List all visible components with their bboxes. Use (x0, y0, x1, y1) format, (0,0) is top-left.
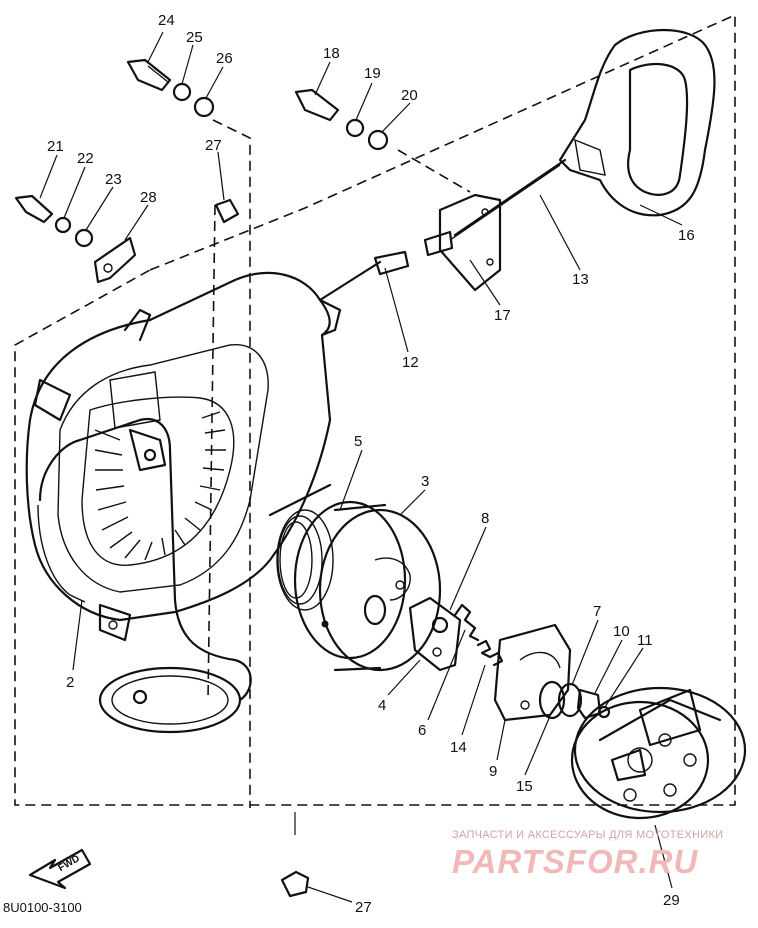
washer-23 (74, 228, 94, 248)
callout-8: 8 (481, 510, 489, 527)
callout-9: 9 (489, 763, 497, 780)
washer-7 (557, 682, 583, 718)
callout-2: 2 (66, 674, 74, 691)
callout-7: 7 (593, 603, 601, 620)
assembly-boundary (14, 13, 736, 808)
washer-22 (54, 216, 72, 234)
bolt-24 (126, 58, 172, 92)
rope-guide-plate (423, 193, 502, 292)
fwd-arrow-icon: FWD (28, 848, 92, 890)
rope-reel (293, 500, 442, 672)
washer-25 (172, 82, 192, 102)
callout-24: 24 (158, 12, 175, 29)
washer-20 (367, 129, 389, 151)
callout-labels: 24 25 26 18 19 20 21 22 23 28 27 16 13 1… (47, 12, 695, 916)
callout-27-bottom: 27 (355, 899, 372, 916)
bracket-28 (93, 236, 137, 284)
callout-28: 28 (140, 189, 157, 206)
collar-27-bottom (280, 870, 310, 898)
bolt-21 (14, 194, 54, 224)
callout-18: 18 (323, 45, 340, 62)
callout-27-top: 27 (205, 137, 222, 154)
callout-10: 10 (613, 623, 630, 640)
leader-lines (39, 31, 683, 903)
recoil-housing (25, 271, 342, 642)
callout-29: 29 (663, 892, 680, 909)
callout-11: 11 (637, 632, 653, 649)
drive-pawl (408, 596, 462, 672)
starter-rope (449, 158, 567, 241)
callout-26: 26 (216, 50, 233, 67)
starter-cable (318, 250, 410, 302)
washer-26 (193, 96, 215, 118)
starter-handle (558, 29, 716, 217)
washer-19 (345, 118, 365, 138)
housing-seal (37, 417, 252, 734)
callout-5: 5 (354, 433, 362, 450)
watermark-caption: ЗАПЧАСТИ И АКСЕССУАРЫ ДЛЯ МОТОТЕХНИКИ (452, 829, 723, 841)
callout-23: 23 (105, 171, 122, 188)
recoil-spring (268, 483, 334, 611)
callout-12: 12 (402, 354, 419, 371)
callout-4: 4 (378, 697, 386, 714)
washer-11 (597, 705, 611, 719)
pawl-spring (453, 603, 480, 642)
callout-6: 6 (418, 722, 426, 739)
nut-10 (576, 688, 602, 720)
collar-27-top (214, 198, 240, 224)
starter-pulley-cover (570, 686, 747, 820)
washer-15 (538, 680, 566, 720)
drawing-code: 8U0100-3100 (3, 900, 82, 915)
bolt-18 (294, 88, 340, 122)
callout-22: 22 (77, 150, 94, 167)
callout-13: 13 (572, 271, 589, 288)
callout-19: 19 (364, 65, 381, 82)
callout-21: 21 (47, 138, 64, 155)
callout-17: 17 (494, 307, 511, 324)
callout-16: 16 (678, 227, 695, 244)
return-spring (476, 639, 504, 667)
watermark-brand: PARTSFOR.RU (452, 843, 698, 880)
callout-25: 25 (186, 29, 203, 46)
callout-14: 14 (450, 739, 467, 756)
callout-20: 20 (401, 87, 418, 104)
callout-15: 15 (516, 778, 533, 795)
callout-3: 3 (421, 473, 429, 490)
watermark: ЗАПЧАСТИ И АКСЕССУАРЫ ДЛЯ МОТОТЕХНИКИ PA… (452, 829, 723, 880)
